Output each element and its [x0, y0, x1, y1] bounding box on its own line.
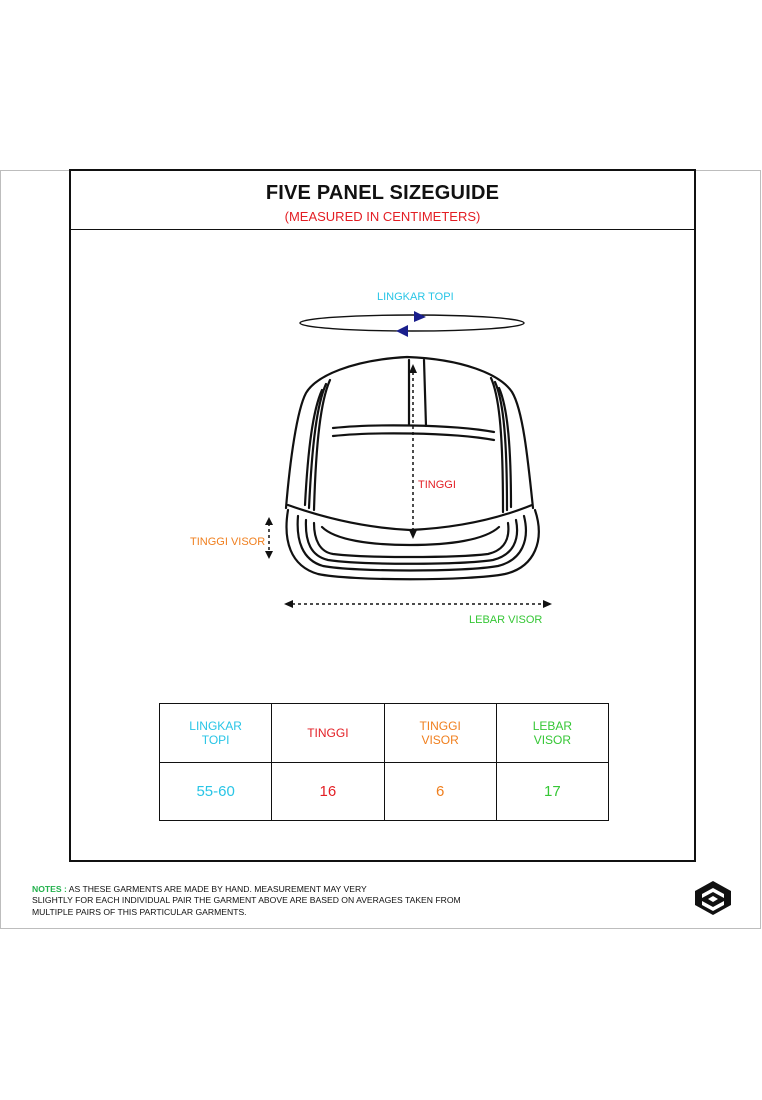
- header-tinggi: TINGGI: [271, 703, 385, 763]
- page-title: FIVE PANEL SIZEGUIDE: [265, 182, 500, 204]
- tinggi-visor-label: TINGGI VISOR: [190, 536, 266, 548]
- table-row: 55-60 16 6 17: [158, 762, 610, 821]
- tinggi-arrow: [409, 364, 417, 539]
- lebar-visor-arrow: [284, 600, 552, 608]
- header-tinggi-visor: TINGGI VISOR: [383, 703, 497, 763]
- value-tinggi: 16: [271, 762, 385, 821]
- header-lebar-visor: LEBAR VISOR: [495, 703, 610, 763]
- notes-line-2: SLIGHTLY FOR EACH INDIVIDUAL PAIR THE GA…: [32, 895, 461, 906]
- tinggi-visor-arrow: [265, 517, 273, 559]
- lebar-visor-label: LEBAR VISOR: [469, 614, 543, 626]
- value-lingkar-topi: 55-60: [158, 762, 273, 821]
- value-lebar-visor: 17: [495, 762, 610, 821]
- page-subtitle: (MEASURED IN CENTIMETERS): [284, 209, 481, 224]
- notes: NOTES : AS THESE GARMENTS ARE MADE BY HA…: [32, 884, 502, 918]
- circumference-arrows-icon: [299, 311, 525, 337]
- header-lingkar-topi: LINGKAR TOPI: [158, 703, 273, 763]
- size-guide-card: FIVE PANEL SIZEGUIDE (MEASURED IN CENTIM…: [69, 169, 696, 862]
- cap-outline: [284, 355, 540, 581]
- size-table: LINGKAR TOPI TINGGI TINGGI VISOR LEBAR V…: [158, 703, 610, 821]
- notes-label: NOTES :: [32, 884, 67, 894]
- brand-logo-icon: [695, 881, 731, 915]
- tinggi-label: TINGGI: [418, 479, 456, 491]
- notes-line-3: MULTIPLE PAIRS OF THIS PARTICULAR GARMEN…: [32, 906, 247, 917]
- table-header-row: LINGKAR TOPI TINGGI TINGGI VISOR LEBAR V…: [158, 703, 610, 763]
- cap-diagram: [265, 311, 552, 608]
- notes-line-1: NOTES : AS THESE GARMENTS ARE MADE BY HA…: [32, 884, 367, 894]
- value-tinggi-visor: 6: [383, 762, 497, 821]
- lingkar-topi-label: LINGKAR TOPI: [377, 291, 454, 303]
- title-bar: FIVE PANEL SIZEGUIDE (MEASURED IN CENTIM…: [71, 171, 694, 230]
